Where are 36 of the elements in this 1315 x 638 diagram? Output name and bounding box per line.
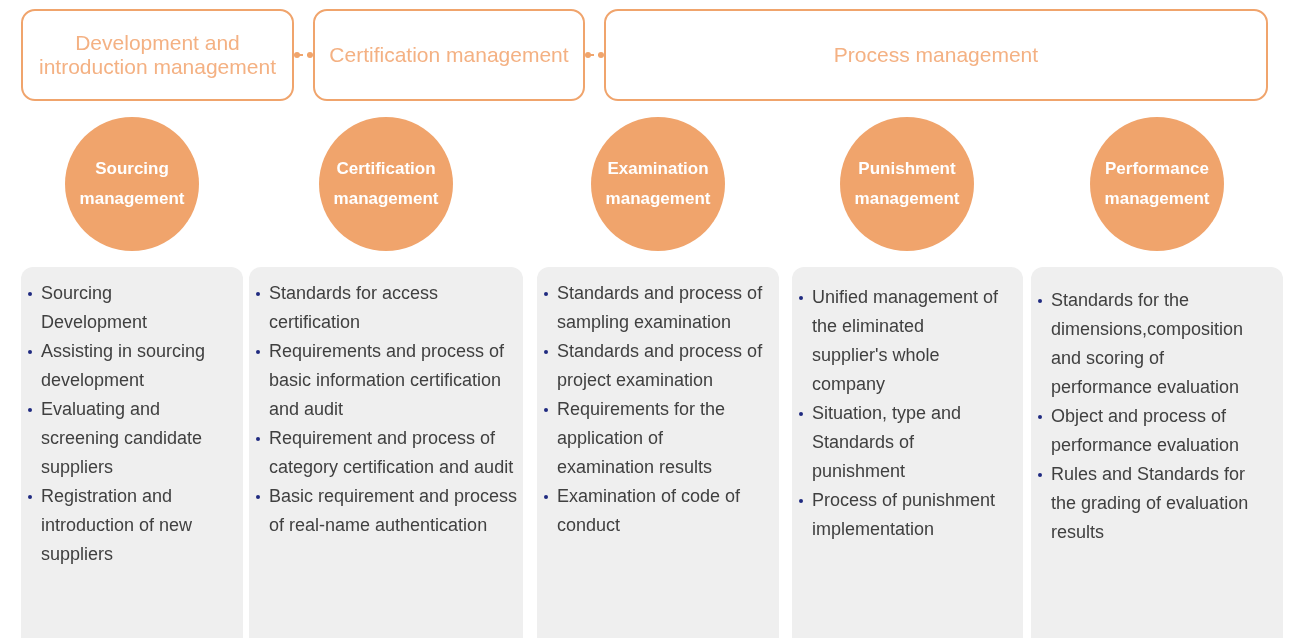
list-item: Standards and process of project examination (557, 340, 764, 392)
list-item: Requirements for the application of examination results (557, 398, 727, 479)
item-card (792, 267, 1023, 638)
module-title: Performance management (1103, 158, 1211, 210)
stage-title: Process management (832, 43, 1040, 67)
module-title: Punishment management (853, 158, 961, 210)
stage-box (21, 9, 294, 101)
dashed-connector (585, 52, 604, 58)
list-item: Object and process of performance evaluation (1051, 405, 1241, 457)
list-item: Requirement and process of category certification and audit (269, 427, 515, 479)
list-item: Examination of code of conduct (557, 485, 742, 537)
module-title: Examination management (604, 158, 712, 210)
list-item: Evaluating and screening candidate suppliers (41, 398, 204, 479)
list-item: Standards for access certification (269, 282, 440, 334)
list-item: Registration and introduction of new suppliers (41, 485, 194, 566)
dashed-connector (294, 52, 313, 58)
stage-title: Certification management (328, 43, 570, 67)
list-item: Basic requirement and process of real-name authentication (269, 485, 519, 537)
list-item: Requirements and process of basic information certification and audit (269, 340, 506, 421)
list-item: Standards for the dimensions,composition and scoring of performance evaluation (1051, 289, 1245, 399)
list-item: Standards and process of sampling examination (557, 282, 764, 334)
item-card (1031, 267, 1283, 638)
list-item: Assisting in sourcing development (41, 340, 207, 392)
module-title: Sourcing management (78, 158, 186, 210)
item-card (21, 267, 243, 638)
stage-box (604, 9, 1268, 101)
stage-title: Development and introduction management (38, 31, 277, 79)
list-item: Unified management of the eliminated supplier's whole company (812, 286, 1000, 396)
list-item: Sourcing Development (41, 282, 149, 334)
list-item: Process of punishment implementation (812, 489, 997, 541)
item-card (537, 267, 779, 638)
stage-box (313, 9, 585, 101)
list-item: Situation, type and Standards of punishment (812, 402, 963, 483)
item-card (249, 267, 523, 638)
module-title: Certification management (332, 158, 440, 210)
list-item: Rules and Standards for the grading of evaluation results (1051, 463, 1250, 544)
